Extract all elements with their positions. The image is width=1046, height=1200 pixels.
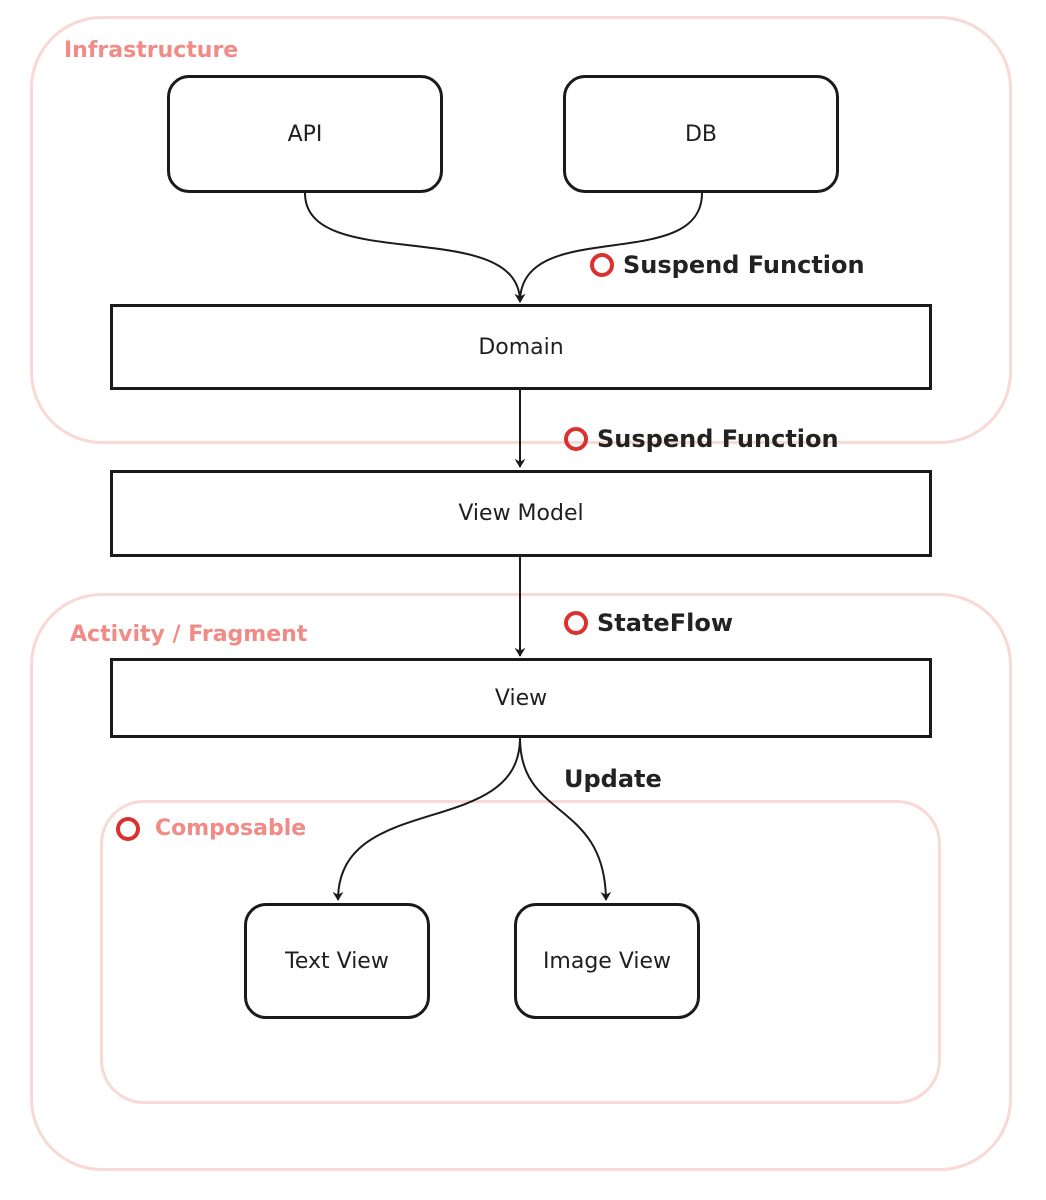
edge-label-text: StateFlow (597, 609, 733, 637)
suspend-function-ring-icon (590, 253, 614, 277)
domain-to-view-model-label: Suspend Function (564, 425, 839, 453)
suspend-function-ring-icon (564, 427, 588, 451)
composable-ring-icon (116, 816, 140, 841)
domain-node: Domain (110, 304, 932, 390)
view-to-image-view-arrow (519, 737, 612, 901)
view-node: View (110, 658, 932, 738)
view-to-text-view-arrow (332, 737, 521, 901)
db-to-domain-label: Suspend Function (590, 251, 865, 279)
edge-label-text: Suspend Function (597, 425, 839, 453)
activity-fragment-group-label: Activity / Fragment (70, 622, 308, 647)
stateflow-ring-icon (564, 611, 588, 635)
text-view-node: Text View (244, 903, 430, 1019)
view-model-node: View Model (110, 470, 932, 557)
api-to-domain-arrow (304, 192, 526, 303)
view-model-to-view-label: StateFlow (564, 609, 733, 637)
db-to-domain-arrow (514, 192, 703, 303)
api-node: API (167, 75, 443, 193)
composable-label-text: Composable (155, 816, 307, 841)
image-view-node: Image View (514, 903, 700, 1019)
composable-group-label: Composable (116, 816, 306, 841)
infrastructure-group-label: Infrastructure (64, 38, 239, 63)
composable-group (100, 800, 941, 1104)
edge-label-text: Suspend Function (623, 251, 865, 279)
db-node: DB (563, 75, 839, 193)
view-to-children-label: Update (564, 765, 662, 793)
